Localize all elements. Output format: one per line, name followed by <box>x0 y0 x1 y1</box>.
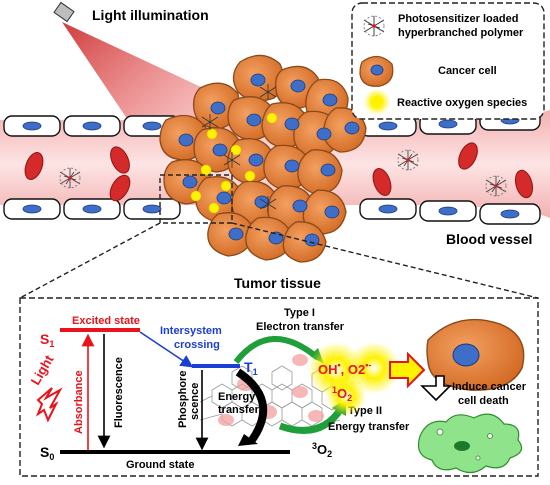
energy-transfer-line2: transfer <box>218 404 260 416</box>
legend-cancer-cell: Cancer cell <box>438 65 497 77</box>
type1-line2: Electron transfer <box>256 321 345 333</box>
tumor-tissue-label: Tumor tissue <box>234 275 321 291</box>
phosphore-line1: Phosphore <box>177 371 189 428</box>
s1-label: S1 <box>40 331 54 349</box>
legend-box: Photosensitizer loaded hyperbranched pol… <box>351 2 545 120</box>
type2-arrow <box>278 407 343 434</box>
legend-polymer-line2: hyperbranched polymer <box>398 27 524 39</box>
intersystem-line1: Intersystem <box>160 325 222 337</box>
tumor-nuclei <box>178 73 360 247</box>
legend-ros: Reactive oxygen species <box>397 97 527 109</box>
fluorescence-label: Fluorescence <box>113 357 125 428</box>
absorbance-label: Absorbance <box>73 370 85 434</box>
singlet-oxygen-label: 1O2 <box>332 385 352 403</box>
zoom-region <box>159 174 233 224</box>
dead-cell <box>417 413 523 474</box>
ros-icon <box>364 89 390 115</box>
type1-line1: Type I <box>284 307 315 319</box>
light-illumination-label: Light illumination <box>92 7 209 23</box>
triplet-oxygen-label: 3O2 <box>312 441 332 459</box>
blood-vessel-label: Blood vessel <box>446 231 532 247</box>
panel-cancer-cell <box>426 318 525 391</box>
intersystem-arrow <box>139 331 194 368</box>
type2-line2: Energy transfer <box>328 421 410 433</box>
intersystem-line2: crossing <box>174 339 220 351</box>
excited-state-label: Excited state <box>72 315 140 327</box>
right-arrow-icon <box>389 351 426 389</box>
legend-polymer-line1: Photosensitizer loaded <box>398 13 518 25</box>
tumor-polymers <box>201 84 277 212</box>
ground-state-label: Ground state <box>126 459 194 471</box>
type1-arrow <box>233 335 320 364</box>
lightning-icon <box>35 387 63 423</box>
ros-dots <box>190 112 278 214</box>
energy-transfer-arrow <box>235 368 268 443</box>
cancer-cell-icon <box>359 55 394 87</box>
oh-label: OH•, O2•- <box>318 360 371 377</box>
phosphore-line2: scence <box>189 383 201 420</box>
energy-transfer-line1: Energy <box>218 391 256 403</box>
down-arrow-icon <box>420 375 452 402</box>
t1-label: T1 <box>244 359 258 377</box>
induce-line1: Induce cancer <box>452 381 527 393</box>
ros-burst <box>308 342 400 416</box>
induce-line2: cell death <box>458 395 509 407</box>
s0-label: S0 <box>40 444 54 462</box>
